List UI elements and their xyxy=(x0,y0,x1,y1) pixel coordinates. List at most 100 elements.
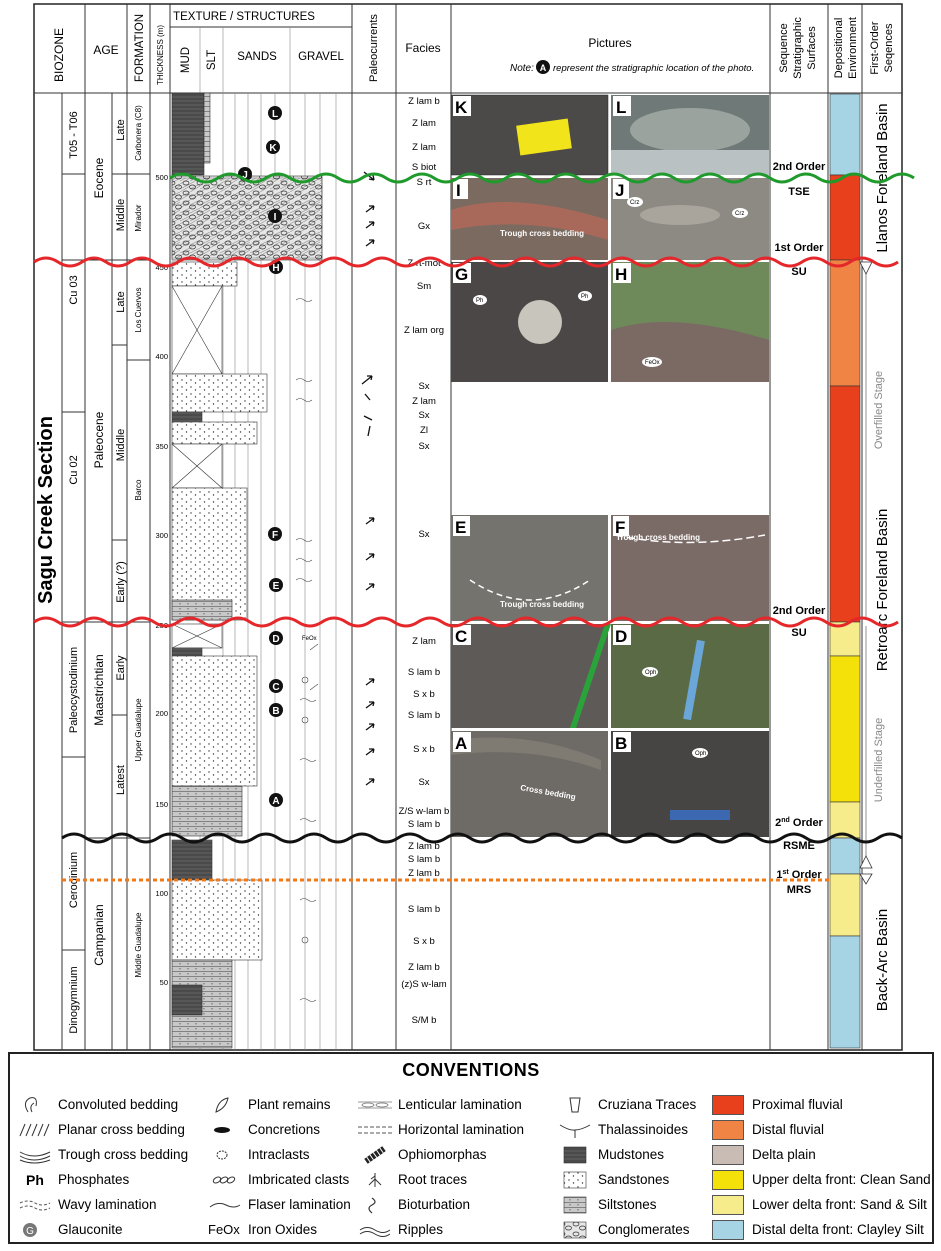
facies-labels: Z lam b Z lam Z lam S biot S rt Gx Z rt-… xyxy=(399,96,450,1026)
pictures-note-badge: A xyxy=(540,63,547,73)
legend-label: Intraclasts xyxy=(248,1147,310,1162)
photo-marker-label: L xyxy=(272,109,278,120)
biozone-label: T05 - T06 xyxy=(68,111,80,159)
legend-label: Mudstones xyxy=(598,1147,665,1162)
photo-i xyxy=(451,178,608,260)
cruziana-traces-icon xyxy=(569,1097,581,1112)
photo-k xyxy=(450,94,609,176)
photo-marker-label: K xyxy=(269,143,277,154)
photo-caption: Trough cross bedding xyxy=(616,533,700,542)
basin-label: Back-Arc Basin xyxy=(874,909,891,1012)
legend-item: G Glauconite xyxy=(18,1217,188,1242)
photo-marker-label: D xyxy=(272,634,279,645)
subage-label: Late xyxy=(115,119,127,140)
legend-item: Ripples xyxy=(358,1217,524,1242)
photo-letter: D xyxy=(615,627,627,646)
root-traces-icon xyxy=(368,1172,382,1187)
horizontal-lamination-icon xyxy=(358,1126,392,1133)
legend-label: Conglomerates xyxy=(598,1222,690,1237)
facies-label: S rt xyxy=(417,177,432,188)
legend-item: FeOx Iron Oxides xyxy=(208,1217,351,1242)
facies-label: S lam b xyxy=(408,904,440,915)
glauconite-icon: G xyxy=(23,1222,37,1237)
facies-label: Z lam xyxy=(412,142,436,153)
photo-tag: Ph xyxy=(581,294,588,300)
legend-label: Plant remains xyxy=(248,1097,331,1112)
photo-tag: Ph xyxy=(476,298,483,304)
legend-label: Proximal fluvial xyxy=(752,1097,843,1112)
legend-label: Sandstones xyxy=(598,1172,670,1187)
unconformity-red-lower xyxy=(33,616,899,628)
legend-label: Root traces xyxy=(398,1172,468,1187)
photo-marker-label: J xyxy=(242,170,248,181)
photo-marker-label: A xyxy=(272,796,279,807)
legend-label: Wavy lamination xyxy=(58,1197,157,1212)
legend-item: Siltstones xyxy=(558,1192,696,1217)
facies-label: Sx xyxy=(418,381,429,392)
photo-tags: Ph Ph Crz Crz FeOx Oph Oph xyxy=(473,197,748,758)
phosphates-icon: Ph xyxy=(26,1171,44,1188)
facies-label: Z lam xyxy=(412,118,436,129)
subage-label: Early xyxy=(115,655,127,681)
legend-label: Phosphates xyxy=(58,1172,130,1187)
legend-item: Intraclasts xyxy=(208,1142,351,1167)
legend-item: Planar cross bedding xyxy=(18,1117,188,1142)
pictures-note-text: represent the stratigraphic location of … xyxy=(553,63,754,74)
facies-label: Z/S w-lam b xyxy=(399,806,450,817)
env-bar xyxy=(829,935,861,1049)
photo-a xyxy=(451,731,608,837)
conventions-legend: CONVENTIONS Convoluted bedding Planar cr… xyxy=(8,1052,934,1244)
ophiomorphas-icon xyxy=(364,1145,386,1164)
basin-labels: Llanos Foreland Basin Retroarc Foreland … xyxy=(874,103,891,1011)
legend-item: Lenticular lamination xyxy=(358,1092,524,1117)
header-biozone: BIOZONE xyxy=(52,28,66,82)
legend-label: Flaser lamination xyxy=(248,1197,351,1212)
formation-labels: Carbonera (C8) Mirador Los Cuervos Barco… xyxy=(134,105,143,978)
conventions-column-2: Plant remains Concretions Intraclasts Im… xyxy=(208,1092,351,1242)
legend-item: Ph Phosphates xyxy=(18,1167,188,1192)
lower-delta-front-swatch xyxy=(712,1194,744,1215)
facies-label: S biot xyxy=(412,162,437,173)
legend-label: Cruziana Traces xyxy=(598,1097,697,1112)
env-bar xyxy=(829,621,861,657)
surface-label: 1st Order xyxy=(776,869,822,881)
legend-item: Proximal fluvial xyxy=(712,1092,931,1117)
stage-labels: Overfilled Stage Underfilled Stage xyxy=(873,371,885,802)
legend-item: Distal fluvial xyxy=(712,1117,931,1142)
header-slt: SLT xyxy=(206,50,218,70)
facies-label: Z lam b xyxy=(408,868,440,879)
convoluted-bedding-icon xyxy=(24,1096,37,1112)
thickness-tick: 300 xyxy=(155,531,168,540)
legend-item: Root traces xyxy=(358,1167,524,1192)
legend-item: Trough cross bedding xyxy=(18,1142,188,1167)
legend-item: Ophiomorphas xyxy=(358,1142,524,1167)
env-bar xyxy=(829,873,861,937)
legend-label: Ophiomorphas xyxy=(398,1147,487,1162)
feox-label: FeOx xyxy=(302,636,317,642)
photo-tag: Oph xyxy=(695,751,706,757)
legend-item: Thalassinoides xyxy=(558,1117,696,1142)
legend-item: Bioturbation xyxy=(358,1192,524,1217)
facies-label: (z)S w-lam xyxy=(401,979,446,990)
thickness-tick: 450 xyxy=(155,263,168,272)
photo-letter: J xyxy=(615,181,624,200)
thickness-ticks: 500 450 400 350 300 250 200 150 100 50 xyxy=(155,173,168,987)
header-pictures: Pictures xyxy=(588,36,631,50)
surface-label: 2nd Order xyxy=(775,817,823,829)
facies-label: S x b xyxy=(413,689,435,700)
env-bar xyxy=(829,93,861,176)
facies-label: S x b xyxy=(413,744,435,755)
biozone-dividers xyxy=(61,93,85,1050)
facies-label: S lam b xyxy=(408,710,440,721)
facies-label: Z rt-mot xyxy=(407,258,441,269)
surface-label: MRS xyxy=(787,884,811,896)
legend-label: Imbricated clasts xyxy=(248,1172,350,1187)
header-sequence: Sequence Stratigraphic Surfaces xyxy=(778,17,818,79)
unconformity-black xyxy=(61,832,903,844)
iron-oxides-icon: FeOx xyxy=(208,1221,240,1237)
epoch-label: Eocene xyxy=(92,157,106,198)
siltstones-icon xyxy=(563,1196,587,1213)
legend-label: Trough cross bedding xyxy=(58,1147,189,1162)
facies-label: S/M b xyxy=(412,1015,437,1026)
photo-letter: E xyxy=(455,518,466,537)
